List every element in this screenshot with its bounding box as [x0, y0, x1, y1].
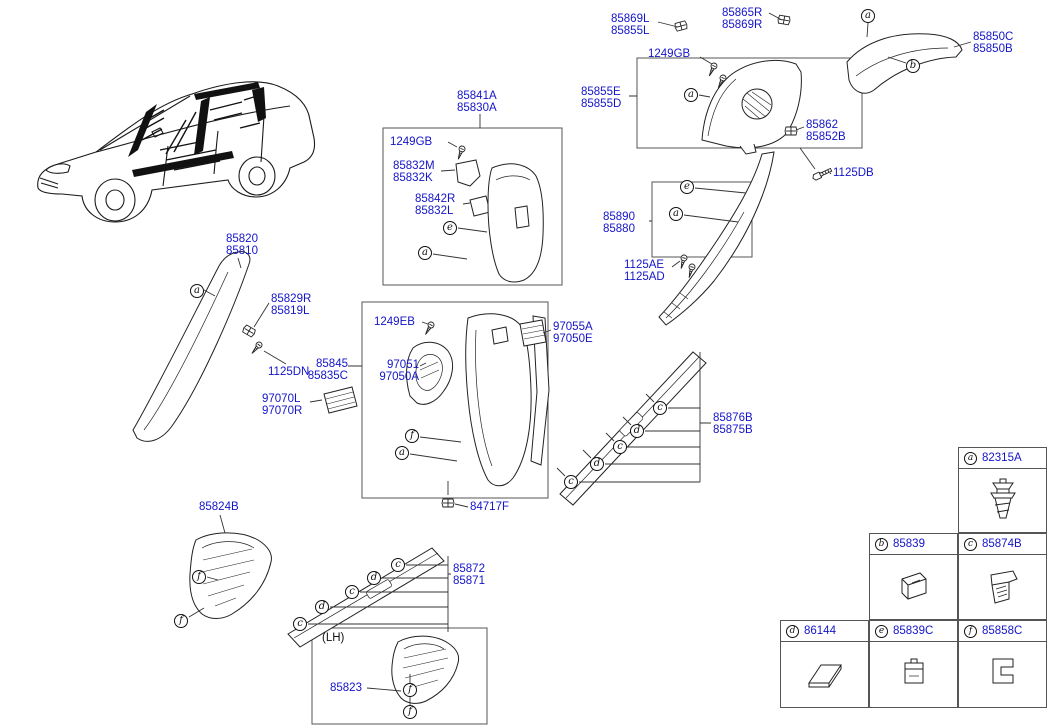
trim-clip-icon: [870, 642, 957, 707]
legend-marker-b: b: [875, 537, 888, 551]
legend-cell-85839[interactable]: b 85839: [869, 533, 958, 620]
floor-air-vent-drawing: [323, 386, 358, 414]
callout-marker-d[interactable]: d: [315, 600, 329, 614]
legend-marker-d: d: [786, 624, 799, 638]
legend-marker-f: f: [964, 624, 977, 638]
floor-air-duct-drawing: [406, 341, 454, 405]
callout-marker-d[interactable]: d: [367, 571, 381, 585]
legend-cell-86144[interactable]: d 86144: [780, 620, 869, 708]
legend-cell-85858C[interactable]: f 85858C: [958, 620, 1047, 708]
callout-marker-c[interactable]: c: [653, 401, 667, 415]
b-pillar-upper-trim-drawing: [455, 159, 544, 283]
legend-part-number[interactable]: 85839: [893, 538, 925, 550]
legend-marker-e: e: [875, 624, 888, 638]
callout-marker-a[interactable]: a: [669, 207, 683, 221]
callout-marker-e[interactable]: e: [680, 180, 694, 194]
callout-marker-f[interactable]: f: [403, 705, 417, 719]
legend-part-number[interactable]: 85874B: [982, 538, 1022, 550]
a-pillar-garnish-drawing: [132, 251, 251, 442]
legend-marker-a: a: [964, 451, 977, 465]
c-pillar-trim-drawing: [701, 59, 802, 155]
callout-marker-a[interactable]: a: [861, 9, 875, 23]
part-label-85823[interactable]: 85823: [330, 682, 362, 694]
callout-marker-a[interactable]: a: [418, 246, 432, 260]
legend-cell-85874B[interactable]: c 85874B: [958, 533, 1047, 620]
callout-marker-c[interactable]: c: [391, 558, 405, 572]
callout-marker-a[interactable]: a: [684, 88, 698, 102]
leader-lines: [188, 12, 972, 705]
rear-quarter-garnish-drawing: [846, 33, 963, 94]
callout-marker-f[interactable]: f: [174, 614, 188, 628]
callout-marker-c[interactable]: c: [293, 617, 307, 631]
callout-marker-a[interactable]: a: [395, 446, 409, 460]
cowl-side-trim-drawing: [189, 532, 272, 619]
legend-marker-c: c: [964, 537, 977, 551]
pad-icon: [781, 642, 868, 707]
part-label-1249GB-mid[interactable]: 1249GB: [390, 136, 433, 148]
callout-marker-c[interactable]: c: [345, 585, 359, 599]
legend-part-number[interactable]: 86144: [804, 625, 836, 637]
rear-pillar-garnish-drawing: [658, 151, 775, 326]
cowl-side-trim-lh-drawing: [391, 635, 460, 704]
trim-clip-icon: [870, 555, 957, 619]
pillar-air-vent-drawing: [519, 319, 547, 347]
legend-cell-82315A[interactable]: a 82315A: [958, 447, 1047, 533]
push-clip-icon: [959, 469, 1046, 532]
part-label-84717F[interactable]: 84717F: [470, 501, 510, 513]
callout-marker-a[interactable]: a: [190, 284, 204, 298]
legend-part-number[interactable]: 85839C: [893, 625, 934, 637]
callout-marker-d[interactable]: d: [590, 457, 604, 471]
b-pillar-lower-trim-drawing: [465, 313, 550, 487]
callout-marker-d[interactable]: d: [630, 424, 644, 438]
part-label-1249EB[interactable]: 1249EB: [374, 316, 415, 328]
legend-part-number[interactable]: 82315A: [982, 452, 1022, 464]
part-label-1125DN[interactable]: 1125DN: [268, 366, 310, 378]
front-door-scuff-plate-drawing: [287, 547, 445, 648]
callout-marker-e[interactable]: e: [443, 221, 457, 235]
callout-marker-f[interactable]: f: [192, 570, 206, 584]
highlighted-trim-areas: [128, 82, 266, 177]
legend-cell-85839C[interactable]: e 85839C: [869, 620, 958, 708]
callout-marker-f[interactable]: f: [405, 429, 419, 443]
callout-marker-b[interactable]: b: [906, 59, 920, 73]
part-label-1125DB[interactable]: 1125DB: [833, 167, 874, 179]
cover-clip-icon: [959, 555, 1046, 619]
part-label-1249GB-top[interactable]: 1249GB: [648, 48, 691, 60]
callout-marker-c[interactable]: c: [613, 440, 627, 454]
car-sketch: [37, 81, 316, 223]
callout-marker-c[interactable]: c: [564, 475, 578, 489]
retainer-clip-icon: [959, 642, 1046, 707]
callout-marker-f[interactable]: f: [403, 683, 417, 697]
label-lh: (LH): [322, 632, 345, 644]
legend-part-number[interactable]: 85858C: [982, 625, 1023, 637]
part-label-85824B[interactable]: 85824B: [199, 501, 239, 513]
